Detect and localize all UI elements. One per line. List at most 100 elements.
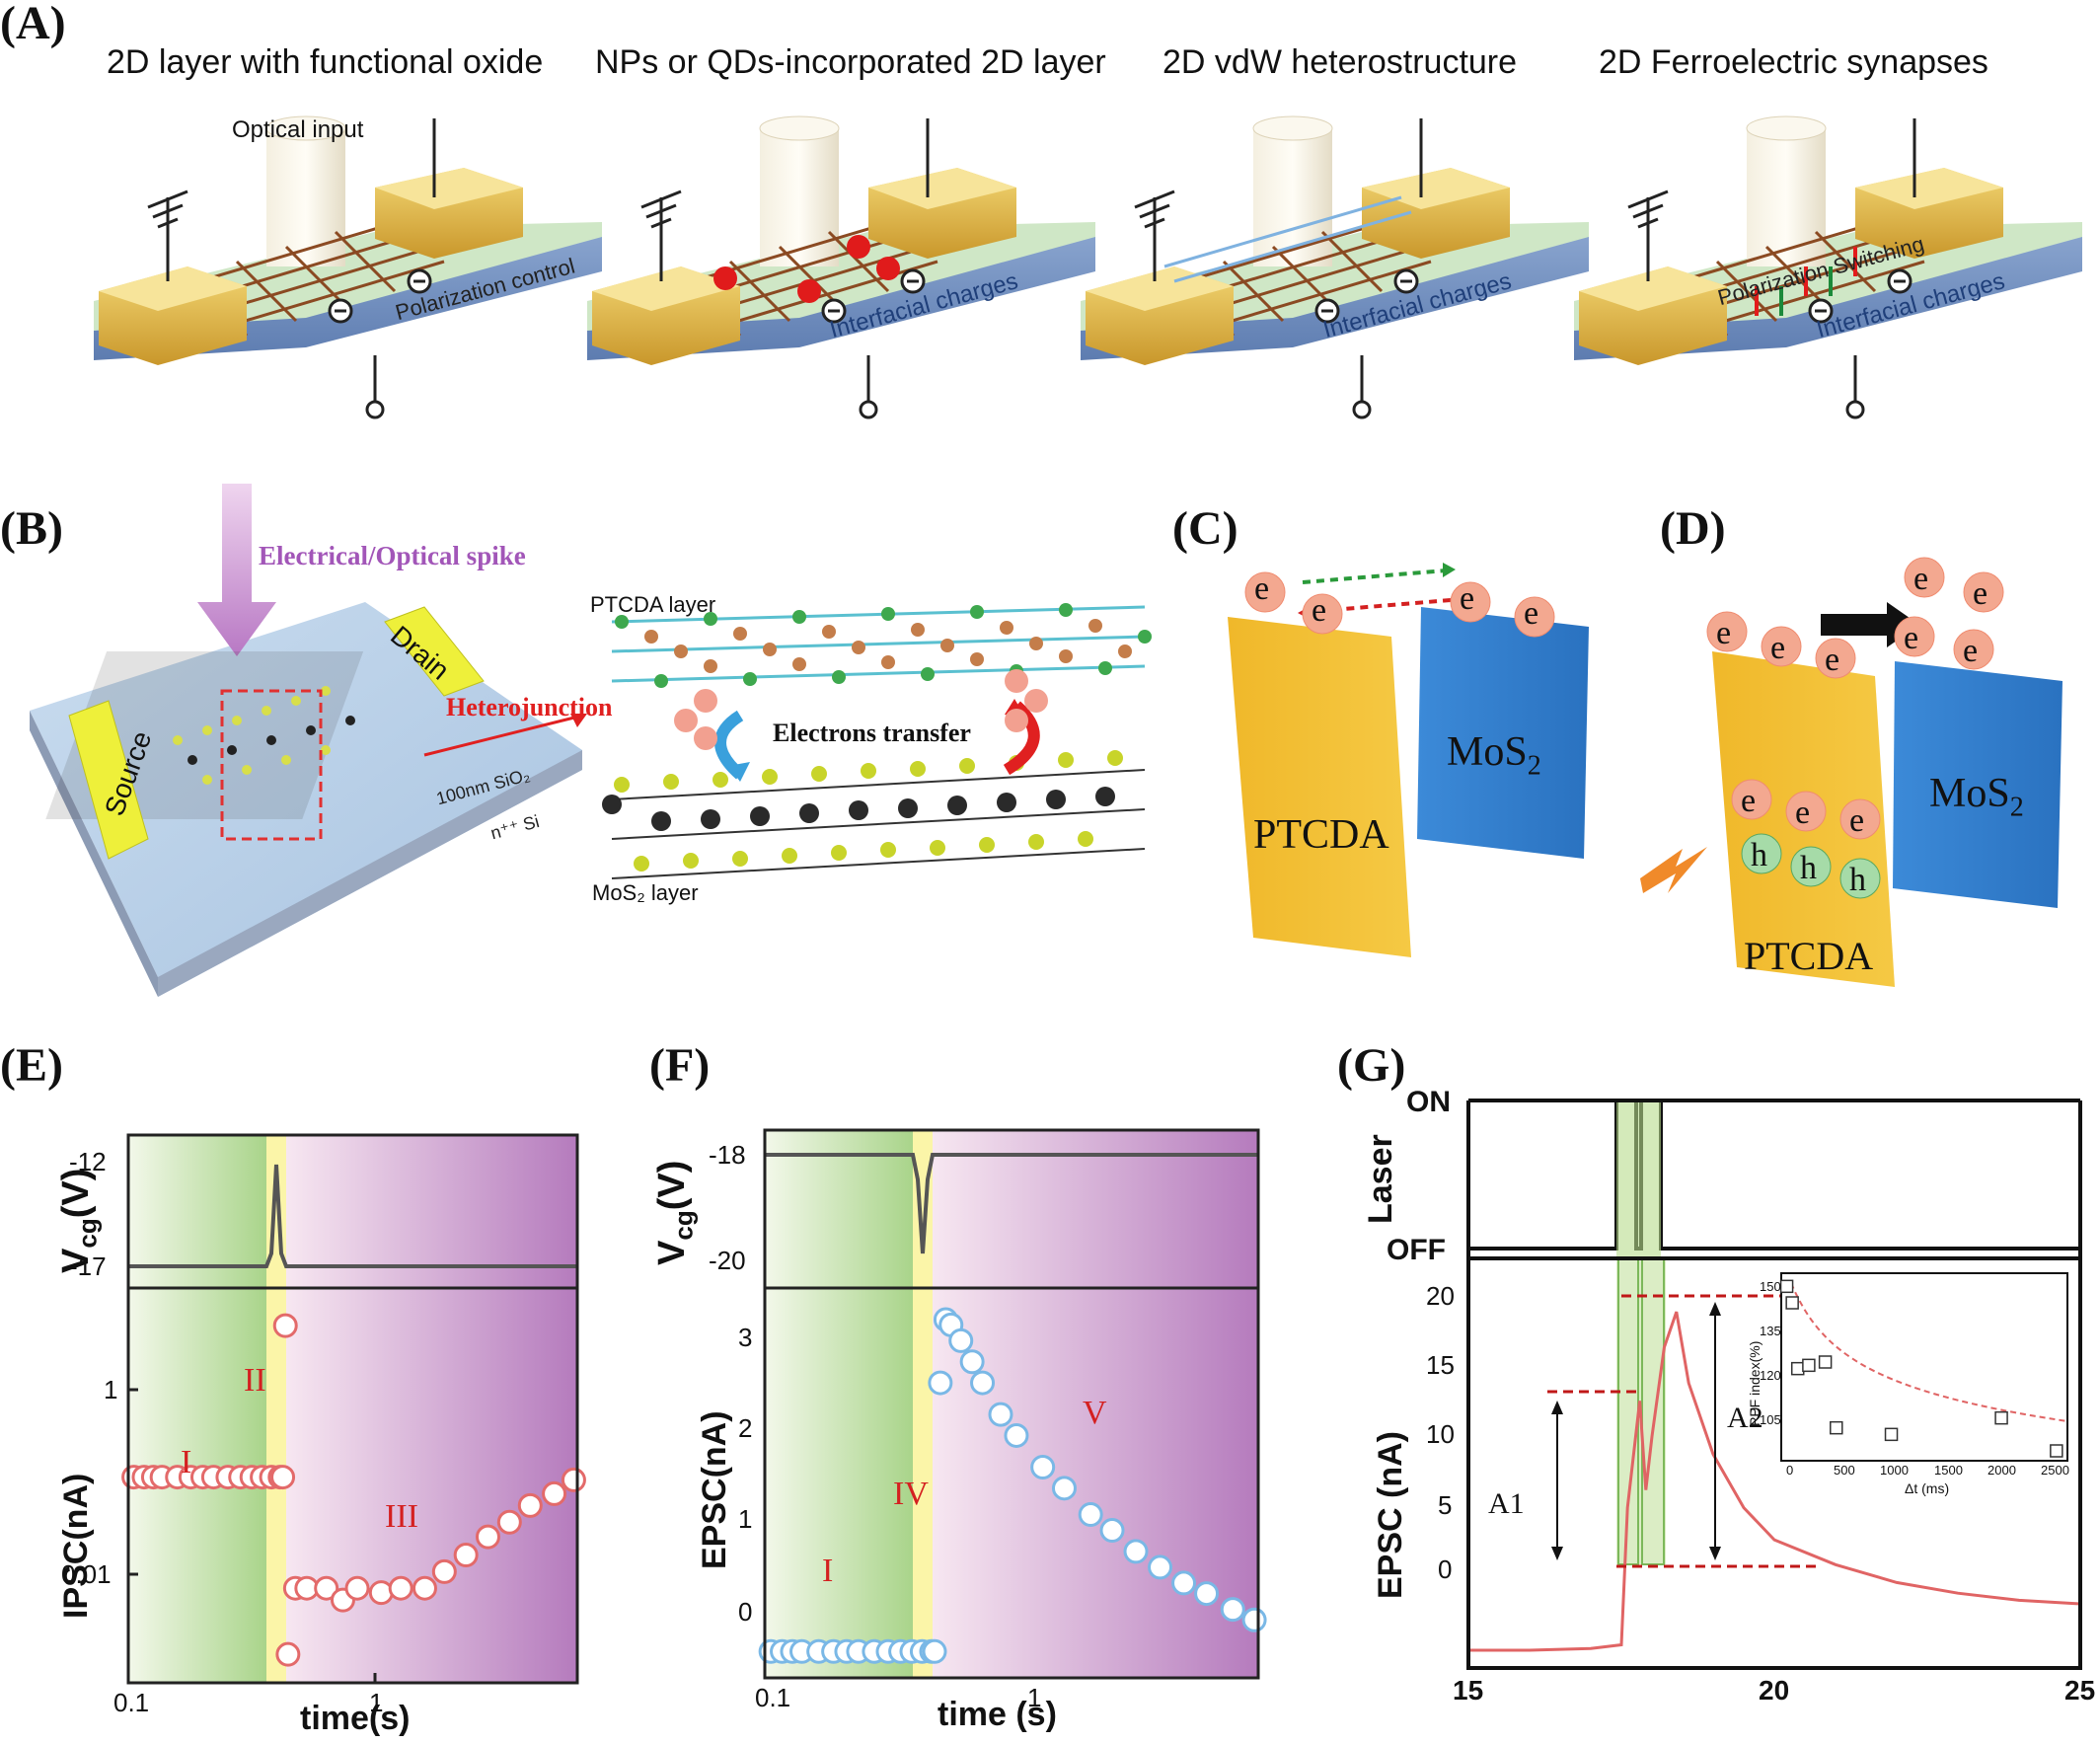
panel-g-inset-point <box>2050 1444 2063 1458</box>
panel-f-point <box>928 1370 953 1396</box>
electrons-transfer-label: Electrons transfer <box>773 719 971 747</box>
panel-g-ytick-4: 5 <box>1438 1490 1453 1520</box>
panel-g-ylabel: EPSC (nA) <box>1372 1431 1409 1599</box>
panel-e-point <box>542 1480 567 1506</box>
panel-f-point <box>1148 1554 1173 1580</box>
panel-g-label: (G) <box>1337 1039 1406 1092</box>
panel-e-vcg-plot <box>126 1133 579 1290</box>
panel-g-laser-plot <box>1466 1099 2082 1258</box>
panel-c-label: (C) <box>1172 502 1238 555</box>
panel-g-inset-ytick-3: 120 <box>1760 1368 1781 1383</box>
panel-g-inset-ytick-1: 150 <box>1760 1279 1781 1294</box>
panel-f-region-2: IV <box>893 1476 929 1512</box>
panel-e-vtick-1: -12 <box>69 1147 107 1176</box>
panel-g-a1-label: A1 <box>1488 1487 1525 1520</box>
panel-e-point <box>496 1509 522 1535</box>
panel-f-point <box>1030 1454 1056 1479</box>
optical-input-label: Optical input <box>232 116 364 143</box>
panel-a-devices <box>94 114 2084 419</box>
panel-f-point <box>959 1349 985 1375</box>
panel-e-point <box>344 1575 370 1601</box>
panel-g-inset-xtick-4: 1500 <box>1934 1463 1963 1478</box>
panel-g-inset-point <box>1818 1355 1833 1369</box>
panel-e-ipsc-plot <box>121 1286 586 1685</box>
panel-g-a2-label: A2 <box>1727 1402 1763 1434</box>
panel-g-ytick-5: 0 <box>1438 1554 1453 1584</box>
panel-a-title-3: 2D vdW heterostructure <box>1162 43 1518 81</box>
panel-f-point <box>1171 1570 1197 1596</box>
panel-f-point <box>1051 1476 1077 1501</box>
panel-e-point <box>275 1641 301 1667</box>
panel-g-inset-xtick-3: 1000 <box>1880 1463 1909 1478</box>
panel-g-xtick-3: 25 <box>2064 1675 2096 1706</box>
panel-e-xlabel: time(s) <box>300 1700 411 1737</box>
panel-c-e-3: e <box>1460 580 1475 617</box>
panel-a-title-4: 2D Ferroelectric synapses <box>1599 43 1988 81</box>
panel-c-mos2-label: MoS2 <box>1447 729 1541 782</box>
panel-e-region-3: III <box>385 1498 418 1535</box>
panel-e-point <box>368 1580 394 1606</box>
panel-d-e-4: e <box>1913 561 1929 597</box>
panel-d-e-8: e <box>1741 783 1757 819</box>
panel-e-ytick-2: 0.01 <box>61 1559 112 1589</box>
panel-f-point <box>948 1327 974 1353</box>
panel-g-inset-xtick-5: 2000 <box>1988 1463 2016 1478</box>
panel-e-xtick-1: 0.1 <box>113 1688 150 1717</box>
panel-d-mos2-label: MoS2 <box>1929 771 2024 823</box>
panel-e-point <box>475 1524 500 1550</box>
panel-f-point <box>1194 1581 1220 1607</box>
panel-f-vtick-2: -20 <box>709 1246 746 1275</box>
panel-b-device <box>30 484 582 997</box>
panel-f-xlabel: time (s) <box>938 1696 1057 1733</box>
panel-c-e-1: e <box>1254 570 1270 607</box>
panel-g-inset-xlabel: Δt (ms) <box>1905 1480 1950 1496</box>
panel-g-xtick-1: 15 <box>1453 1675 1484 1706</box>
panel-g-inset-point <box>1790 1361 1805 1376</box>
panel-f-point <box>1220 1597 1245 1623</box>
panel-g-xtick-2: 20 <box>1759 1675 1790 1706</box>
panel-b-heterostructure <box>602 603 1152 879</box>
panel-f-region-3: V <box>1083 1395 1107 1431</box>
panel-e-ylabel: IPSC(nA) <box>57 1473 95 1619</box>
panel-g-inset-ytick-2: 135 <box>1760 1324 1781 1338</box>
panel-d-e-7: e <box>1963 633 1979 669</box>
panel-g-inset-point <box>1994 1410 2008 1425</box>
panel-f-label: (F) <box>649 1039 711 1092</box>
panel-d-h-1: h <box>1751 837 1767 873</box>
panel-f-ylabel: EPSC(nA) <box>696 1410 733 1569</box>
panel-e-point <box>272 1313 298 1338</box>
panel-e-point <box>453 1542 479 1567</box>
panel-a-label: (A) <box>0 0 66 49</box>
panel-g-ytick-2: 15 <box>1426 1350 1455 1380</box>
mos2-layer-label: MoS₂ layer <box>592 880 699 905</box>
panel-c-e-2: e <box>1312 592 1327 629</box>
panel-g-inset-ytick-4: 105 <box>1760 1412 1781 1427</box>
panel-f-vcg-label: Vcg(V) <box>651 1160 699 1265</box>
panel-g-inset-point <box>1785 1296 1799 1310</box>
panel-f-vcg-plot <box>763 1128 1260 1290</box>
panel-c-ptcda-label: PTCDA <box>1253 812 1389 858</box>
panel-d-h-3: h <box>1849 862 1866 898</box>
panel-e-xtick-2: 1 <box>369 1688 384 1717</box>
ptcda-layer-label: PTCDA layer <box>590 592 716 617</box>
panel-g-inset-xtick-1: 0 <box>1786 1463 1794 1478</box>
panel-f-ytick-2: 2 <box>738 1413 753 1443</box>
panel-g-inset-point <box>1884 1427 1899 1442</box>
panel-f-ytick-4: 0 <box>738 1597 753 1627</box>
panel-g-on-label: ON <box>1406 1086 1451 1118</box>
panel-d-e-3: e <box>1825 642 1840 678</box>
panel-g-ytick-3: 10 <box>1426 1419 1455 1449</box>
panel-f-point <box>970 1370 996 1396</box>
panel-f-ytick-1: 3 <box>738 1323 753 1352</box>
panel-d-label: (D) <box>1660 502 1726 555</box>
panel-f-xtick-2: 1 <box>1027 1683 1042 1712</box>
panel-g-inset-xtick-2: 500 <box>1834 1463 1855 1478</box>
electrical-optical-spike-label: Electrical/Optical spike <box>259 541 526 570</box>
panel-e-ytick-1: 1 <box>104 1375 118 1404</box>
panel-f-point <box>1099 1518 1125 1544</box>
panel-e-point <box>431 1558 457 1584</box>
panel-g-off-label: OFF <box>1387 1234 1446 1266</box>
panel-a-title-2: NPs or QDs-incorporated 2D layer <box>595 43 1106 81</box>
panel-e-region-2: II <box>244 1362 266 1399</box>
panel-e-point <box>517 1492 543 1518</box>
